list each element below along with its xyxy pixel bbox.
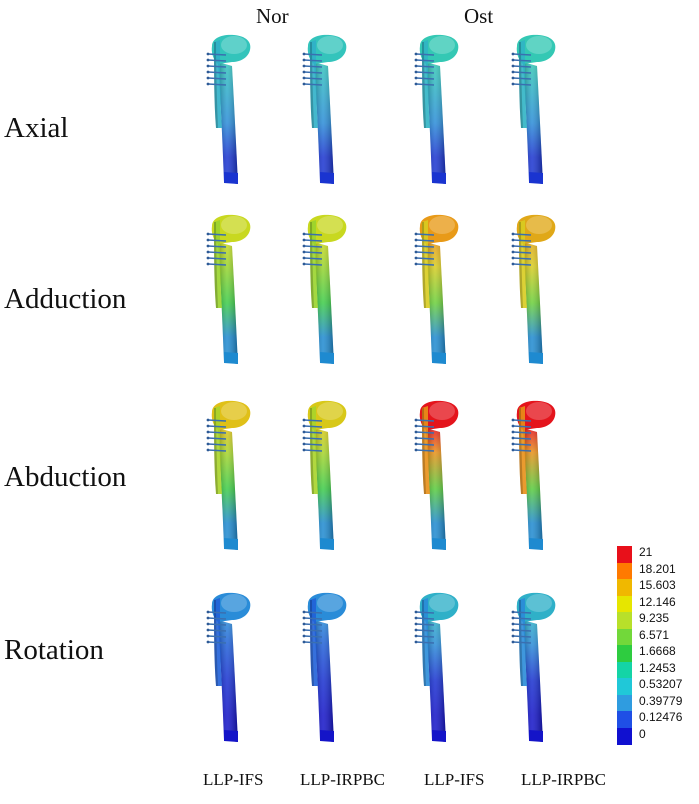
row-label-axial: Axial [4, 112, 69, 144]
legend-swatch [617, 579, 632, 596]
bone-model [302, 214, 347, 364]
legend-tick-label: 15.603 [639, 578, 676, 592]
legend-swatch [617, 628, 632, 646]
legend-swatch [617, 678, 632, 695]
legend-tick-label: 21 [639, 545, 653, 559]
bone-model [206, 34, 251, 184]
bone-model [206, 592, 251, 742]
column-label-llp-irpbc-nor: LLP-IRPBC [300, 770, 386, 789]
legend-swatch [617, 711, 632, 728]
bone-model [511, 214, 556, 364]
legend-swatch [617, 562, 632, 580]
legend-swatch [617, 694, 632, 712]
legend-tick-label: 0.39779 [639, 693, 683, 708]
bone-model [206, 400, 251, 550]
row-label-adduction: Adduction [4, 283, 127, 315]
bone-model [414, 34, 459, 184]
row-label-abduction: Abduction [4, 461, 127, 493]
bone-model [511, 34, 556, 184]
bone-model [414, 592, 459, 742]
group-label-ost: Ost [464, 4, 494, 28]
bone-model [414, 214, 459, 364]
bone-model [511, 592, 556, 742]
bone-model [302, 592, 347, 742]
legend-swatch [617, 727, 632, 745]
legend-tick-label: 6.571 [639, 627, 670, 642]
bone-model [302, 400, 347, 550]
legend-tick-label: 0.53207 [639, 677, 683, 691]
bone-model [414, 400, 459, 550]
bone-model [206, 214, 251, 364]
legend-swatch [617, 546, 632, 563]
legend-tick-label: 0 [639, 726, 646, 741]
column-label-llp-ifs-nor: LLP-IFS [203, 770, 264, 789]
column-label-llp-irpbc-ost: LLP-IRPBC [521, 770, 607, 789]
bone-model [511, 400, 556, 550]
legend-swatch [617, 661, 632, 679]
legend-tick-label: 18.201 [639, 561, 676, 576]
legend-tick-label: 1.6668 [639, 644, 676, 658]
bone-model [302, 34, 347, 184]
legend-swatch [617, 645, 632, 662]
legend-swatch [617, 595, 632, 613]
column-label-llp-ifs-ost: LLP-IFS [424, 770, 485, 789]
legend-tick-label: 0.12476 [639, 710, 683, 724]
legend-tick-label: 12.146 [639, 594, 676, 609]
legend-tick-label: 1.2453 [639, 660, 676, 675]
group-label-nor: Nor [256, 4, 289, 28]
legend-tick-label: 9.235 [639, 611, 670, 625]
row-label-rotation: Rotation [4, 634, 104, 666]
legend-swatch [617, 612, 632, 629]
